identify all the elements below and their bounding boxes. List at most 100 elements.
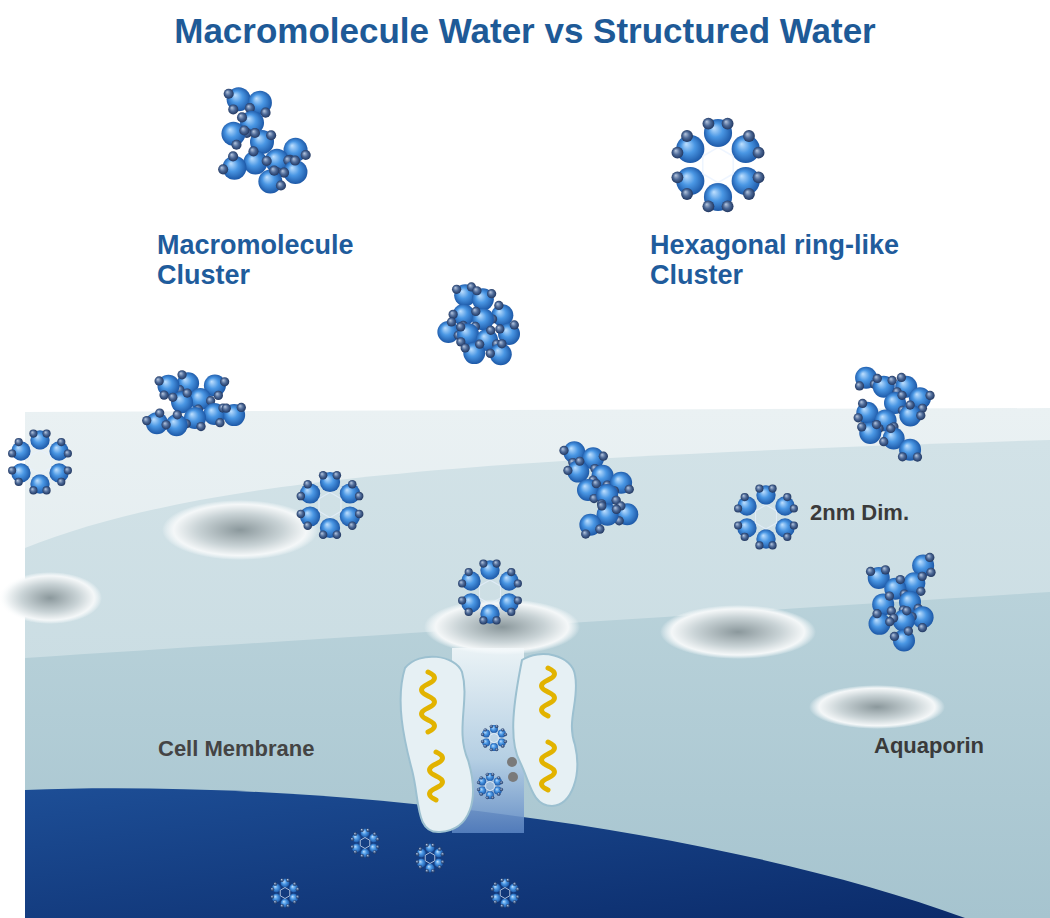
hydrogen-atom [270,895,274,899]
oxygen-atom [30,474,49,493]
water-molecule [494,787,503,796]
hydrogen-atom [301,150,311,160]
ion-dot [508,772,518,782]
ring-bond [425,861,430,864]
hydrogen-atom [500,788,503,791]
hydrogen-atom [490,887,494,891]
hexagonal-cluster [270,878,299,908]
hydrogen-atom [490,748,493,751]
hydrogen-atom [8,449,16,457]
hydrogen-atom [790,521,798,529]
hydrogen-atom [491,796,494,799]
hydrogen-atom [280,878,284,882]
hydrogen-atom [506,878,510,882]
hydrogen-atom [431,869,435,873]
water-molecule [461,340,486,365]
water-molecule [270,882,280,892]
ring-bond [490,598,500,604]
hydrogen-atom [353,850,357,854]
hydrogen-atom [43,430,51,438]
hydrogen-atom [879,437,888,446]
water-molecule [284,138,311,165]
macromolecule-cluster [866,553,936,652]
hydrogen-atom [286,904,290,908]
hydrogen-atom [898,452,907,461]
hydrogen-atom [447,317,456,326]
water-molecule [486,791,495,799]
water-molecule [297,506,321,530]
water-molecule [458,568,481,591]
hydrogen-atom [319,530,328,539]
hydrogen-atom [348,522,357,531]
water-molecule [490,725,499,733]
water-molecule [369,844,379,854]
hexagonal-cluster [350,828,379,858]
hydrogen-atom [484,728,487,731]
ring-bond [500,896,505,899]
hydrogen-atom [431,843,435,847]
hydrogen-atom [177,370,186,379]
water-molecule [162,410,188,436]
hydrogen-atom [866,567,875,576]
hydrogen-atom [885,617,894,626]
water-molecule [29,474,50,494]
hydrogen-atom [196,422,205,431]
hydrogen-atom [452,285,461,294]
hydrogen-atom [514,579,522,587]
water-molecule [486,339,512,365]
hydrogen-atom [493,882,497,886]
hydrogen-atom [293,900,297,904]
hydrogen-atom [490,895,494,899]
protein-helix [422,672,443,800]
hydrogen-atom [360,828,364,832]
hydrogen-atom [273,900,277,904]
diagram-title: Macromolecule Water vs Structured Water [0,10,1050,52]
ring-bond [330,492,341,498]
water-molecule [509,894,519,904]
oxygen-atom [426,844,435,853]
water-molecule [369,832,379,842]
water-molecule [415,847,425,857]
dimension-label: 2nm Dim. [810,500,1010,526]
water-molecule [898,439,922,462]
hydrogen-atom [681,130,693,142]
hydrogen-atom [480,792,483,795]
hydrogen-atom [559,446,568,455]
hydrogen-atom [513,882,517,886]
ring-bond [702,156,704,174]
ring-bond [365,846,370,849]
hydrogen-atom [491,773,494,776]
hydrogen-atom [612,505,621,514]
water-molecule [425,864,435,873]
water-molecule [890,626,915,651]
cluster-label: Hexagonal ring-like Cluster [650,230,950,290]
hydrogen-atom [790,504,798,512]
ring-bond [509,890,510,896]
ring-bond [498,736,499,741]
water-molecule [479,560,500,580]
water-molecule [477,776,486,785]
hydrogen-atom [625,485,634,494]
hydrogen-atom [173,410,182,419]
hydrogen-atom [465,568,473,576]
ring-bond [280,896,285,899]
hydrogen-atom [506,904,510,908]
hydrogen-atom [504,740,507,743]
hydrogen-atom [783,493,791,501]
hydrogen-atom [162,420,171,429]
hydrogen-atom [142,416,151,425]
hydrogen-atom [366,828,370,832]
hydrogen-atom [592,479,601,488]
water-molecule [280,899,290,908]
water-molecule [755,485,776,505]
membrane-layer [25,440,1050,918]
ring-bond [703,174,718,183]
aquaporin-protein [401,657,473,832]
water-molecule [340,506,364,530]
hydrogen-atom [376,837,380,841]
water-molecule [672,167,705,200]
hydrogen-atom [373,832,377,836]
hydrogen-atom [918,623,927,632]
